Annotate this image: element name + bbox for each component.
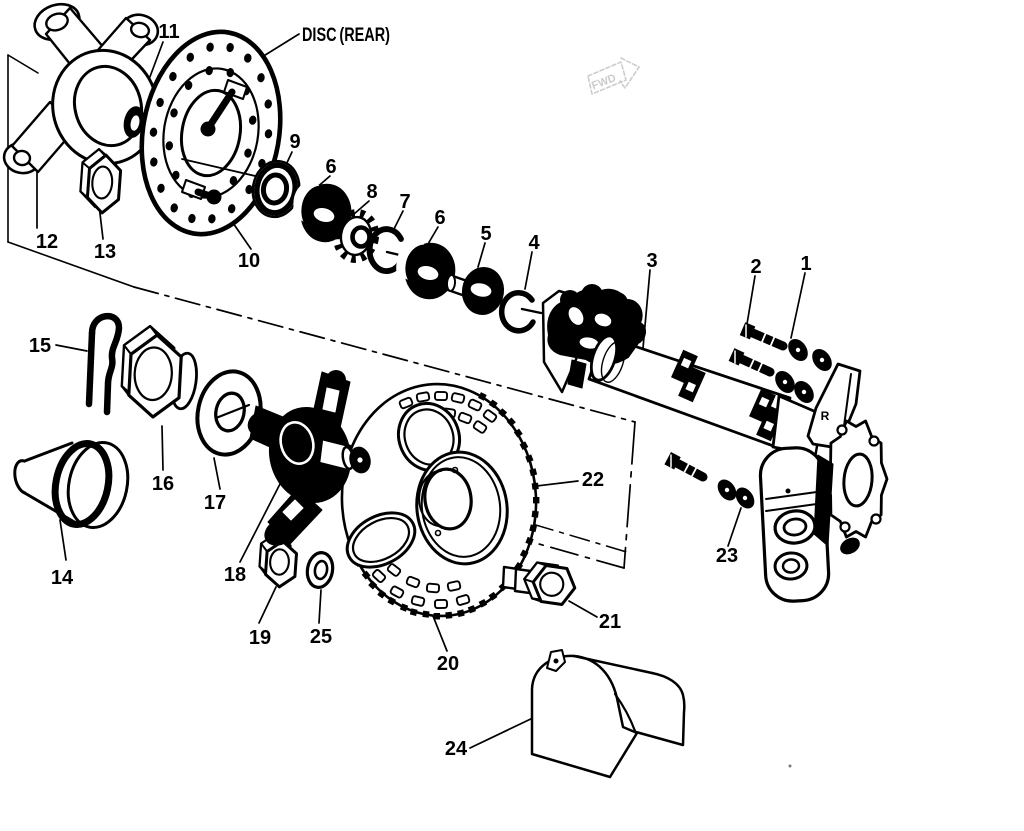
svg-text:5: 5 [480, 223, 491, 245]
svg-text:14: 14 [51, 567, 74, 589]
svg-text:16: 16 [152, 473, 174, 495]
svg-text:9: 9 [289, 131, 300, 153]
svg-text:17: 17 [204, 492, 226, 514]
svg-text:4: 4 [528, 232, 540, 254]
svg-text:25: 25 [310, 626, 332, 648]
svg-text:DISC (REAR): DISC (REAR) [302, 25, 390, 46]
svg-text:24: 24 [445, 738, 468, 760]
svg-text:12: 12 [36, 231, 58, 253]
svg-text:R: R [821, 409, 830, 423]
svg-text:7: 7 [399, 191, 410, 213]
svg-text:2: 2 [750, 256, 761, 278]
svg-text:1: 1 [800, 253, 811, 275]
svg-text:6: 6 [434, 207, 445, 229]
svg-text:6: 6 [325, 156, 336, 178]
svg-text:22: 22 [582, 469, 604, 491]
svg-text:11: 11 [158, 21, 179, 43]
svg-text:8: 8 [366, 181, 377, 203]
svg-text:3: 3 [646, 250, 657, 272]
svg-text:18: 18 [224, 564, 246, 586]
svg-text:23: 23 [716, 545, 738, 567]
svg-text:19: 19 [249, 627, 271, 649]
svg-text:21: 21 [599, 611, 621, 633]
svg-text:10: 10 [238, 250, 260, 272]
svg-text:13: 13 [94, 241, 116, 263]
svg-text:15: 15 [29, 335, 51, 357]
svg-text:20: 20 [437, 653, 459, 675]
